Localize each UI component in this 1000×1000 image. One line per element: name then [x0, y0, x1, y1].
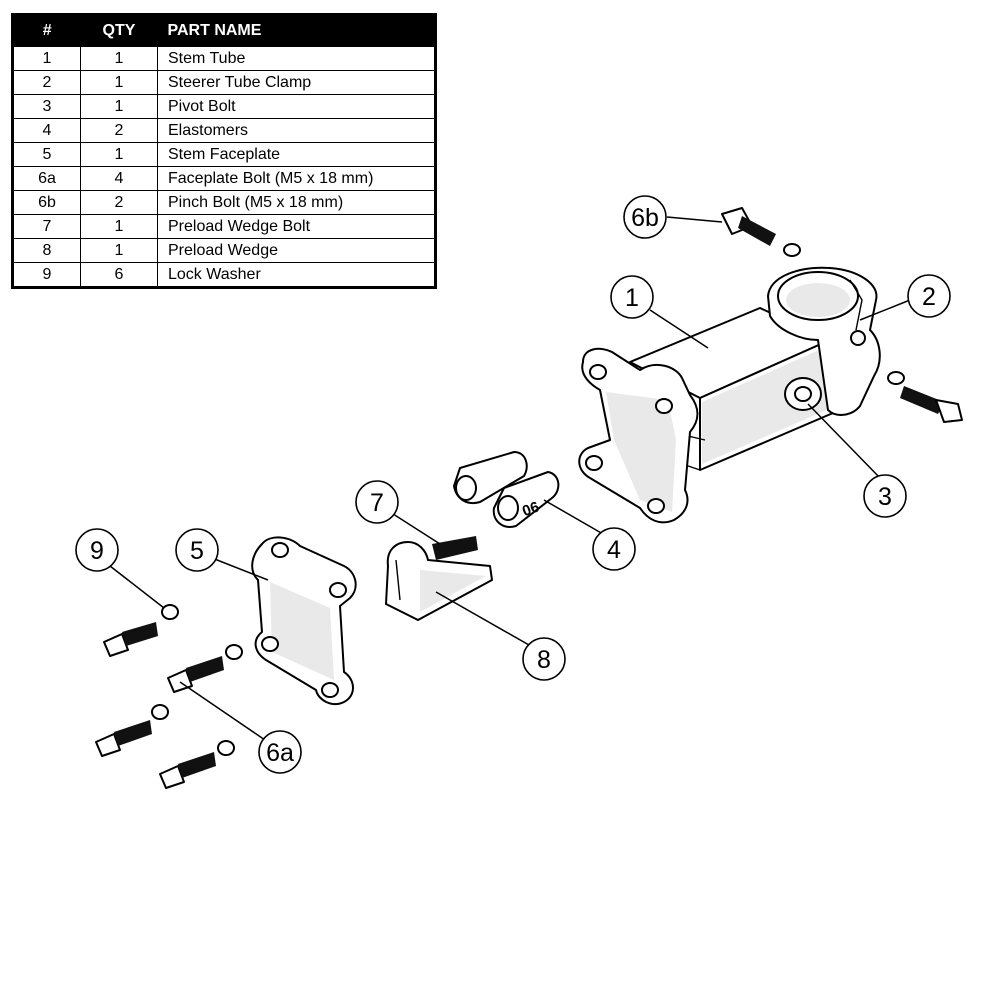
row-number: 5 [12, 142, 81, 167]
callout-3-label: 3 [878, 483, 892, 511]
callout-4-label: 4 [607, 536, 621, 564]
callout-7: 7 [355, 480, 399, 524]
callout-2: 2 [907, 274, 951, 318]
row-qty: 1 [80, 46, 158, 71]
callout-8: 8 [522, 637, 566, 681]
lock-washers-9 [151, 604, 243, 756]
row-qty: 1 [80, 214, 158, 239]
callout-5-label: 5 [190, 537, 204, 565]
row-number: 2 [12, 70, 81, 95]
callout-8-label: 8 [537, 646, 551, 674]
callout-7-label: 7 [370, 489, 384, 517]
callout-4: 4 [592, 527, 636, 571]
row-part-name: Pinch Bolt (M5 x 18 mm) [157, 190, 436, 215]
callout-6b-label: 6b [631, 204, 659, 232]
callout-6a-label: 6a [266, 739, 294, 767]
row-qty: 1 [80, 238, 158, 263]
row-part-name: Preload Wedge Bolt [157, 214, 436, 239]
stem-tube [578, 307, 841, 524]
row-number: 1 [12, 46, 81, 71]
row-qty: 1 [80, 142, 158, 167]
callout-9: 9 [75, 528, 119, 572]
row-qty: 2 [80, 118, 158, 143]
row-number: 9 [12, 262, 81, 288]
row-number: 7 [12, 214, 81, 239]
leader-lines [109, 216, 911, 741]
row-part-name: Faceplate Bolt (M5 x 18 mm) [157, 166, 436, 191]
callout-1: 1 [610, 275, 654, 319]
header-qty: QTY [80, 14, 158, 47]
callout-6b: 6b [623, 195, 667, 239]
callout-9-label: 9 [90, 537, 104, 565]
row-qty: 6 [80, 262, 158, 288]
row-number: 3 [12, 94, 81, 119]
row-part-name: Steerer Tube Clamp [157, 70, 436, 95]
row-qty: 1 [80, 94, 158, 119]
row-part-name: Pivot Bolt [157, 94, 436, 119]
row-qty: 4 [80, 166, 158, 191]
callout-3: 3 [863, 474, 907, 518]
row-qty: 1 [80, 70, 158, 95]
steerer-tube-clamp [767, 266, 881, 416]
row-number: 4 [12, 118, 81, 143]
row-number: 8 [12, 238, 81, 263]
callout-6a: 6a [258, 730, 302, 774]
row-number: 6b [12, 190, 81, 215]
callout-5: 5 [175, 528, 219, 572]
elastomers: 06 [453, 451, 560, 528]
preload-wedge-bolt [432, 536, 478, 560]
callout-2-label: 2 [922, 283, 936, 311]
row-number: 6a [12, 166, 81, 191]
callout-1-label: 1 [625, 284, 639, 312]
header-number: # [12, 14, 81, 47]
row-part-name: Stem Tube [157, 46, 436, 71]
faceplate-bolts-6a [95, 622, 224, 789]
table-header-row: # QTY PART NAME [12, 14, 436, 47]
row-part-name: Stem Faceplate [157, 142, 436, 167]
pinch-bolt-6b-right [887, 371, 963, 423]
row-part-name: Preload Wedge [157, 238, 436, 263]
elastomer-marking: 06 [520, 498, 541, 520]
row-part-name: Lock Washer [157, 262, 436, 288]
preload-wedge [385, 541, 493, 621]
row-qty: 2 [80, 190, 158, 215]
row-part-name: Elastomers [157, 118, 436, 143]
pinch-bolt-6b-top [721, 207, 801, 257]
header-part-name: PART NAME [157, 14, 436, 47]
stem-faceplate [251, 536, 357, 706]
